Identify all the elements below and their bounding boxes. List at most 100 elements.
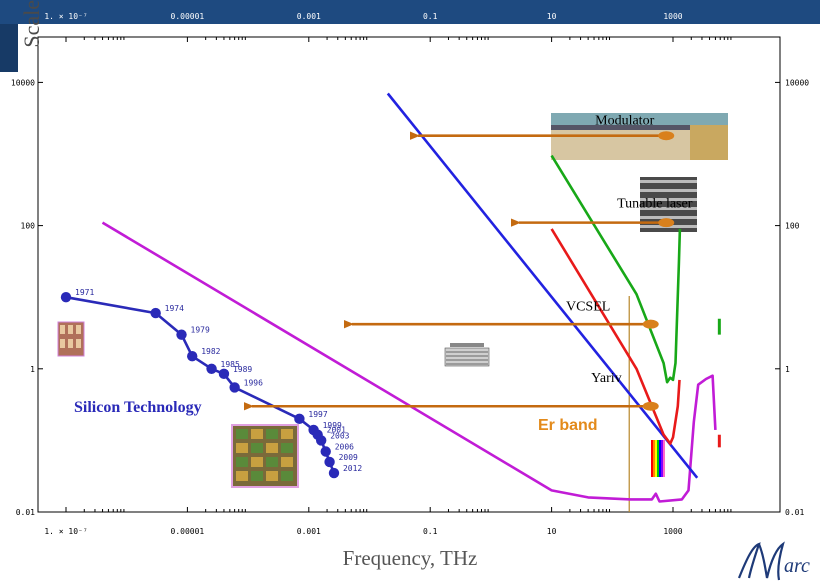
x-tick-label-top: 0.1 bbox=[423, 12, 438, 21]
chip-modern-cell bbox=[251, 429, 263, 439]
year-label: 1985 bbox=[221, 360, 240, 369]
laser-image-stripe bbox=[640, 207, 697, 210]
year-label: 2012 bbox=[343, 464, 362, 473]
year-label: 1982 bbox=[201, 347, 220, 356]
series-silicon-point bbox=[176, 329, 187, 340]
annotation-label: Tunable laser bbox=[617, 196, 693, 211]
modulator-image-top bbox=[551, 113, 728, 125]
vcsel-image-body bbox=[444, 347, 490, 367]
vcsel-image-top bbox=[450, 343, 484, 347]
series-silicon-point bbox=[324, 456, 335, 468]
series-blue-line bbox=[386, 92, 699, 479]
modulator-image-block bbox=[690, 125, 728, 160]
chip-modern-cell bbox=[281, 457, 293, 467]
chip-pattern bbox=[60, 325, 65, 334]
series-red-line bbox=[550, 228, 681, 446]
chip-pattern bbox=[68, 339, 73, 348]
annotation-label: Yariv bbox=[591, 371, 621, 386]
chip-modern-cell bbox=[266, 457, 278, 467]
chip-modern-cell bbox=[251, 457, 263, 467]
y-tick-label: 10000 bbox=[11, 78, 35, 87]
silicon-technology-label: Silicon Technology bbox=[74, 399, 202, 416]
year-label: 2003 bbox=[330, 431, 349, 440]
spectrum-bar-stripe bbox=[657, 440, 659, 477]
y-tick-label: 1 bbox=[30, 365, 35, 374]
chip-pattern bbox=[68, 325, 73, 334]
x-tick-label-top: 0.001 bbox=[297, 12, 321, 21]
series-silicon-point bbox=[60, 292, 72, 303]
laser-image-stripe bbox=[640, 189, 697, 192]
y-tick-label: 100 bbox=[21, 222, 36, 231]
year-label: 1989 bbox=[233, 365, 252, 374]
y-axis-label: Scale, bbox=[19, 0, 44, 48]
er-band-label: Er band bbox=[538, 417, 598, 434]
series-silicon-point bbox=[150, 307, 161, 319]
annotation-label: Modulator bbox=[595, 113, 654, 128]
x-tick-label: 0.00001 bbox=[171, 527, 205, 536]
y-tick-label-right: 1 bbox=[785, 365, 790, 374]
series-silicon-point bbox=[218, 368, 230, 380]
logo-image bbox=[737, 541, 785, 581]
y-tick-label-right: 100 bbox=[785, 222, 800, 231]
modulator-image-band bbox=[551, 125, 728, 130]
annotation-label: VCSEL bbox=[566, 300, 610, 315]
chip-modern-cell bbox=[266, 471, 278, 481]
chip-modern-cell bbox=[281, 443, 293, 453]
chip-modern-cell bbox=[281, 429, 293, 439]
annotation-arrow-tail bbox=[658, 218, 675, 228]
plot-frame bbox=[37, 36, 781, 513]
x-tick-label-top: 1000 bbox=[663, 12, 682, 21]
x-axis-label: Frequency, THz bbox=[342, 546, 478, 570]
x-tick-label-top: 10 bbox=[547, 12, 557, 21]
y-tick-label: 0.01 bbox=[16, 508, 35, 517]
chip-modern-cell bbox=[236, 471, 248, 481]
chart-axes: 1. × 10⁻⁷1. × 10⁻⁷0.000010.000010.0010.0… bbox=[11, 12, 809, 536]
laser-image-stripe bbox=[640, 180, 697, 183]
x-tick-label: 0.001 bbox=[297, 527, 321, 536]
annotation-arrow-tail bbox=[642, 319, 659, 329]
year-label: 2006 bbox=[335, 442, 354, 451]
chip-modern-cell bbox=[251, 443, 263, 453]
chip-pattern bbox=[76, 339, 81, 348]
chip-modern-cell bbox=[251, 471, 263, 481]
x-tick-label: 1000 bbox=[663, 527, 682, 536]
series-magenta-line bbox=[101, 221, 717, 503]
slide-header-accent bbox=[0, 24, 18, 72]
chip-modern-cell bbox=[236, 457, 248, 467]
logo-text: arc bbox=[784, 555, 810, 577]
chip-modern-cell bbox=[236, 443, 248, 453]
chip-pattern bbox=[60, 339, 65, 348]
year-label: 1979 bbox=[191, 326, 210, 335]
spectrum-bar-stripe bbox=[659, 440, 661, 477]
year-label: 1996 bbox=[244, 378, 263, 387]
chip-modern-cell bbox=[281, 471, 293, 481]
year-label: 1974 bbox=[165, 304, 184, 313]
x-tick-label: 1. × 10⁻⁷ bbox=[44, 527, 87, 536]
series-silicon-point bbox=[320, 446, 331, 457]
spectrum-bar-stripe bbox=[663, 440, 665, 477]
year-label: 1997 bbox=[308, 410, 327, 419]
laser-image-stripe bbox=[640, 216, 697, 219]
chip-modern-cell bbox=[236, 429, 248, 439]
spectrum-bar-stripe bbox=[661, 440, 663, 477]
series-silicon-point bbox=[206, 363, 217, 374]
laser-image-stripe bbox=[640, 198, 697, 201]
annotation-arrow-tail bbox=[658, 131, 675, 141]
spectrum-bar-stripe bbox=[655, 440, 657, 477]
x-tick-label: 0.1 bbox=[423, 527, 438, 536]
series-silicon-point bbox=[187, 350, 198, 362]
series-silicon-point bbox=[229, 382, 240, 393]
series-green-line bbox=[550, 154, 682, 384]
series-silicon-point bbox=[315, 435, 327, 446]
series-silicon-point bbox=[294, 413, 305, 425]
chip-modern-cell bbox=[266, 443, 278, 453]
chart-series: 1971197419791982198519891996199719992001… bbox=[60, 92, 721, 503]
year-label: 2009 bbox=[339, 453, 358, 462]
chip-pattern bbox=[76, 325, 81, 334]
x-tick-label-top: 0.00001 bbox=[171, 12, 205, 21]
x-tick-label: 10 bbox=[547, 527, 557, 536]
year-label: 1999 bbox=[323, 421, 342, 430]
slide-header-bar bbox=[0, 0, 820, 24]
